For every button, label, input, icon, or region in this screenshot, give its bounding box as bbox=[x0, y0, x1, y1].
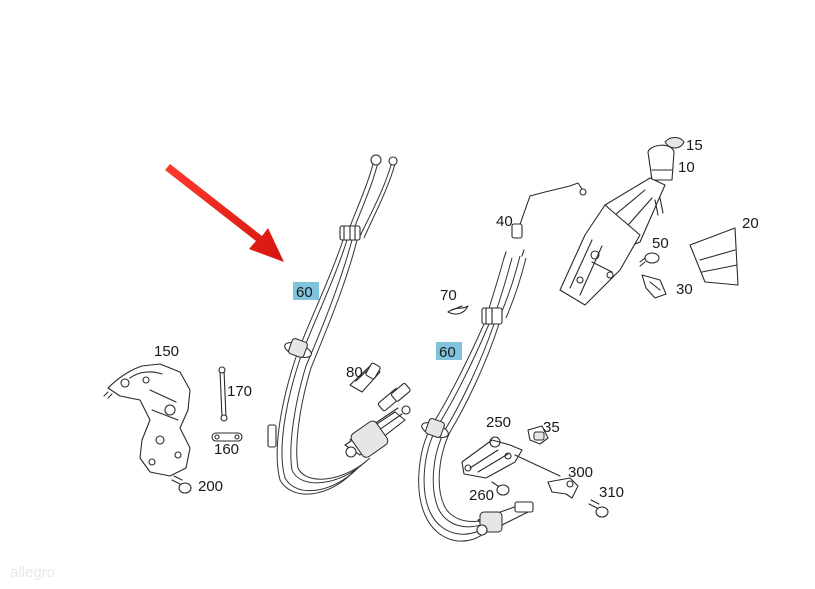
label-150: 150 bbox=[154, 343, 179, 360]
label-35: 35 bbox=[543, 419, 560, 436]
label-260: 260 bbox=[469, 487, 494, 504]
label-80: 80 bbox=[346, 364, 363, 381]
part-30-clip bbox=[641, 274, 667, 299]
label-160: 160 bbox=[214, 441, 239, 458]
label-70: 70 bbox=[440, 287, 457, 304]
part-150-bracket bbox=[103, 363, 191, 477]
label-300: 300 bbox=[568, 464, 593, 481]
label-50: 50 bbox=[652, 235, 669, 252]
part-70-clip bbox=[447, 305, 469, 315]
label-60-left: 60 bbox=[296, 284, 313, 301]
label-15: 15 bbox=[686, 137, 703, 154]
red-arrow-icon bbox=[165, 164, 284, 262]
part-200-bolt bbox=[171, 475, 192, 494]
label-170: 170 bbox=[227, 383, 252, 400]
part-300-lever bbox=[547, 477, 579, 499]
part-310-bolt bbox=[588, 499, 609, 518]
label-20: 20 bbox=[742, 215, 759, 232]
label-60-right: 60 bbox=[439, 344, 456, 361]
watermark-text: allegro bbox=[10, 564, 55, 581]
part-10-shift-knob bbox=[559, 144, 675, 306]
part-160-link bbox=[211, 432, 243, 442]
part-260-bolt bbox=[491, 481, 510, 496]
part-170-rod bbox=[218, 366, 228, 422]
part-40-wire bbox=[511, 182, 587, 239]
part-20-boot bbox=[689, 227, 739, 286]
part-50-bolt bbox=[639, 252, 660, 267]
part-label-60-left[interactable]: 60 bbox=[293, 282, 319, 301]
label-200: 200 bbox=[198, 478, 223, 495]
label-40: 40 bbox=[496, 213, 513, 230]
label-310: 310 bbox=[599, 484, 624, 501]
shift-cable-assembly-right bbox=[418, 249, 534, 542]
part-35-clip bbox=[527, 425, 549, 445]
part-15-cap bbox=[664, 137, 685, 149]
label-10: 10 bbox=[678, 159, 695, 176]
part-250-bracket bbox=[461, 436, 561, 479]
label-30: 30 bbox=[676, 281, 693, 298]
label-250: 250 bbox=[486, 414, 511, 431]
part-label-60-right[interactable]: 60 bbox=[436, 342, 462, 361]
shift-cable-assembly-left bbox=[267, 154, 411, 495]
part-80-clip bbox=[349, 362, 381, 393]
